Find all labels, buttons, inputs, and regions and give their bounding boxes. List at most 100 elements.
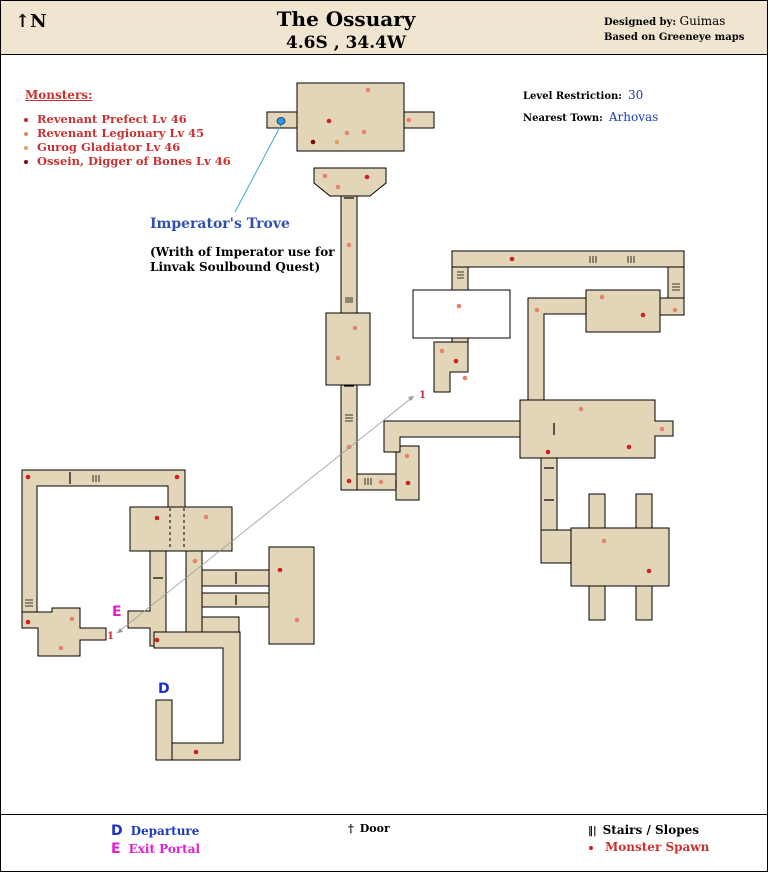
stairs-icon	[92, 475, 100, 482]
stairs-icon	[364, 478, 372, 485]
spawn-label: Monster Spawn	[605, 840, 710, 854]
se-room	[570, 527, 670, 587]
spawn-dot	[509, 256, 515, 262]
stairs-icon	[672, 283, 680, 291]
spawn-dot	[334, 139, 340, 145]
north-arrow-icon: ↑	[15, 11, 31, 32]
se-pillar-se	[635, 585, 653, 621]
stairs-label: Stairs / Slopes	[602, 823, 700, 837]
middle-room	[325, 312, 371, 386]
stairs-icon	[457, 271, 464, 279]
spawn-dot	[599, 294, 605, 300]
spawn-dot	[154, 515, 160, 521]
se-link	[540, 529, 572, 564]
stairs-icon	[25, 599, 33, 607]
town-label: Nearest Town:	[523, 113, 603, 124]
stairs-icon	[345, 414, 353, 422]
spawn-dot	[406, 117, 412, 123]
map-header: ↑N The Ossuary 4.6S , 34.4W Designed by:…	[0, 0, 768, 55]
spawn-dot	[534, 307, 540, 313]
spawn-dot	[277, 567, 283, 573]
credits: Designed by: Guimas Based on Greeneye ma…	[604, 14, 744, 45]
nearest-town: Nearest Town: Arhovas	[523, 110, 658, 124]
monster-bullet-icon	[24, 118, 28, 122]
spawn-dot	[364, 174, 370, 180]
teleport-arrowhead-icon	[408, 396, 414, 401]
spawn-dot	[578, 406, 584, 412]
monster-name: Revenant Legionary Lv 45	[37, 126, 205, 140]
doors	[69, 197, 555, 605]
spawn-dot	[672, 307, 678, 313]
spawn-dot	[456, 303, 462, 309]
legend-spawn: Monster Spawn	[589, 840, 709, 854]
level-restriction: Level Restriction:30	[523, 88, 643, 102]
monster-name: Revenant Prefect Lv 46	[37, 112, 187, 126]
spawn-dot	[344, 130, 350, 136]
trove-chest-icon[interactable]	[276, 117, 286, 125]
teleport-marker-1: 1	[419, 390, 426, 401]
legend-door: †Door	[348, 822, 390, 835]
spawn-dot	[193, 749, 199, 755]
door-legend-icon: †	[348, 822, 354, 835]
spawn-dot	[646, 568, 652, 574]
departure-label: Departure	[130, 824, 200, 838]
spawn-dot	[69, 616, 75, 622]
teleport-marker-1-west: 1	[107, 631, 114, 642]
exit-room	[21, 607, 107, 657]
spawn-dot	[25, 619, 31, 625]
spawn-dot	[310, 139, 316, 145]
trove-hall	[296, 82, 405, 152]
south-corridor	[340, 384, 358, 491]
departure-marker: D	[158, 681, 170, 697]
se-pillar-nw	[588, 493, 606, 529]
monster-spawns	[25, 87, 678, 755]
east-hall	[519, 399, 674, 459]
north-indicator: ↑N	[15, 11, 47, 32]
se-pillar-sw	[588, 585, 606, 621]
designed-by-label: Designed by:	[604, 17, 677, 28]
ne-room	[585, 289, 661, 333]
ne-room-link	[659, 297, 685, 316]
spawn-dot	[405, 480, 411, 486]
stairs-icon	[345, 297, 353, 303]
spawn-dot	[192, 558, 198, 564]
west-south-link	[201, 616, 240, 633]
map-coordinates: 4.6S , 34.4W	[285, 33, 407, 53]
stair-room	[395, 445, 420, 501]
exit-letter-icon: E	[111, 841, 121, 857]
spawn-dot	[601, 538, 607, 544]
spawn-dot	[322, 173, 328, 179]
north-label: N	[30, 11, 47, 32]
teleport-room	[433, 341, 469, 393]
town-value: Arhovas	[608, 110, 659, 124]
ne-inner-corridor	[527, 297, 587, 401]
monster-item: Gurog Gladiator Lv 46	[24, 140, 231, 154]
spawn-dot	[659, 426, 665, 432]
monster-item: Revenant Legionary Lv 45	[24, 126, 231, 140]
designer-name: Guimas	[679, 14, 726, 28]
monsters-heading: Monsters:	[25, 88, 93, 102]
exit-marker: E	[112, 604, 122, 620]
spawn-dot	[203, 514, 209, 520]
spawn-dot	[346, 444, 352, 450]
teleport-arrow-line	[116, 395, 415, 634]
trove-note: (Writh of Imperator use for Linvak Soulb…	[150, 245, 335, 274]
based-on-text: Based on Greeneye maps	[604, 32, 745, 43]
monster-list: Revenant Prefect Lv 46 Revenant Legionar…	[24, 112, 231, 168]
spawn-dot	[352, 325, 358, 331]
spawn-dot	[453, 358, 459, 364]
trove-alcove-east	[403, 111, 435, 129]
spawn-dot	[154, 637, 160, 643]
exit-label: Exit Portal	[128, 842, 201, 856]
spawn-dot	[326, 118, 332, 124]
spawn-legend-icon	[589, 845, 593, 850]
legend-stairs: ‖|Stairs / Slopes	[588, 823, 699, 837]
spawn-dot	[335, 355, 341, 361]
spawn-dot	[25, 474, 31, 480]
legend-exit: E Exit Portal	[111, 841, 200, 857]
monster-item: Revenant Prefect Lv 46	[24, 112, 231, 126]
dungeon-rooms	[21, 82, 685, 761]
trove-pointer-line	[234, 124, 282, 213]
trove-label: Imperator's Trove	[150, 216, 290, 232]
